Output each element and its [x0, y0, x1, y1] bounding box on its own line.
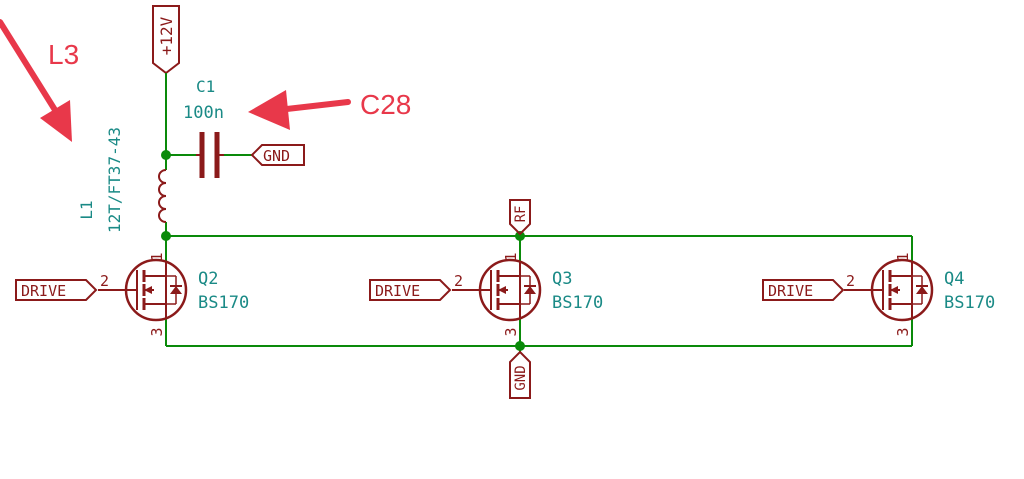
rf-flag-label: RF	[513, 206, 529, 223]
junction-dot	[515, 341, 525, 351]
inductor-l1-ref: L1	[77, 200, 96, 219]
annotation-c28-label: C28	[360, 89, 411, 120]
transistor-q2-ref: Q2	[198, 269, 218, 289]
rf-flag[interactable]: RF	[509, 199, 531, 236]
transistor-q3-pin-gate: 2	[454, 272, 463, 290]
annotation-l3: L3	[0, 19, 79, 142]
transistor-q2-pin-drain: 1	[148, 252, 166, 261]
junctions	[161, 150, 525, 351]
junction-dot	[161, 231, 171, 241]
transistor-q3-ref: Q3	[552, 269, 572, 289]
capacitor-c1-value: 100n	[183, 103, 224, 123]
power-flag-12v[interactable]: +12V	[152, 5, 180, 75]
drive-flag-q4[interactable]: DRIVE	[762, 279, 845, 301]
transistor-q4[interactable]: 1 2 3 Q4 BS170	[844, 252, 995, 337]
inductor-l1[interactable]: L1 12T/FT37-43	[77, 127, 167, 233]
transistor-q3[interactable]: 1 2 3 Q3 BS170	[452, 252, 603, 337]
drive-flag-q2-label: DRIVE	[21, 282, 66, 300]
transistor-q3-value: BS170	[552, 293, 603, 313]
junction-dot	[161, 150, 171, 160]
gnd-flag-bottom-label: GND	[513, 365, 529, 390]
junction-dot	[515, 231, 525, 241]
drive-flag-q3-label: DRIVE	[375, 282, 420, 300]
annotation-l3-label: L3	[48, 39, 79, 70]
gnd-flag-capacitor-label: GND	[263, 147, 290, 165]
drive-flag-q3[interactable]: DRIVE	[369, 279, 452, 301]
transistor-q3-pin-source: 3	[502, 327, 520, 336]
transistor-q2[interactable]: 1 2 3 Q2 BS170	[98, 252, 249, 337]
transistor-q2-value: BS170	[198, 293, 249, 313]
capacitor-c1-ref: C1	[196, 77, 215, 96]
transistor-q4-pin-gate: 2	[846, 272, 855, 290]
gnd-flag-bottom[interactable]: GND	[509, 350, 531, 399]
transistor-q4-pin-drain: 1	[894, 252, 912, 261]
capacitor-c1[interactable]: C1 100n	[183, 77, 224, 178]
transistor-q4-value: BS170	[944, 293, 995, 313]
gnd-flag-capacitor[interactable]: GND	[250, 144, 305, 166]
transistor-q4-pin-source: 3	[894, 327, 912, 336]
transistor-q4-ref: Q4	[944, 269, 964, 289]
drive-flag-q2[interactable]: DRIVE	[15, 279, 98, 301]
transistor-q2-pin-source: 3	[148, 327, 166, 336]
inductor-l1-value: 12T/FT37-43	[105, 127, 124, 233]
transistor-q3-pin-drain: 1	[502, 252, 520, 261]
transistor-q2-pin-gate: 2	[100, 272, 109, 290]
drive-flag-q4-label: DRIVE	[768, 282, 813, 300]
annotation-c28: C28	[248, 89, 411, 130]
power-flag-12v-label: +12V	[157, 16, 176, 55]
